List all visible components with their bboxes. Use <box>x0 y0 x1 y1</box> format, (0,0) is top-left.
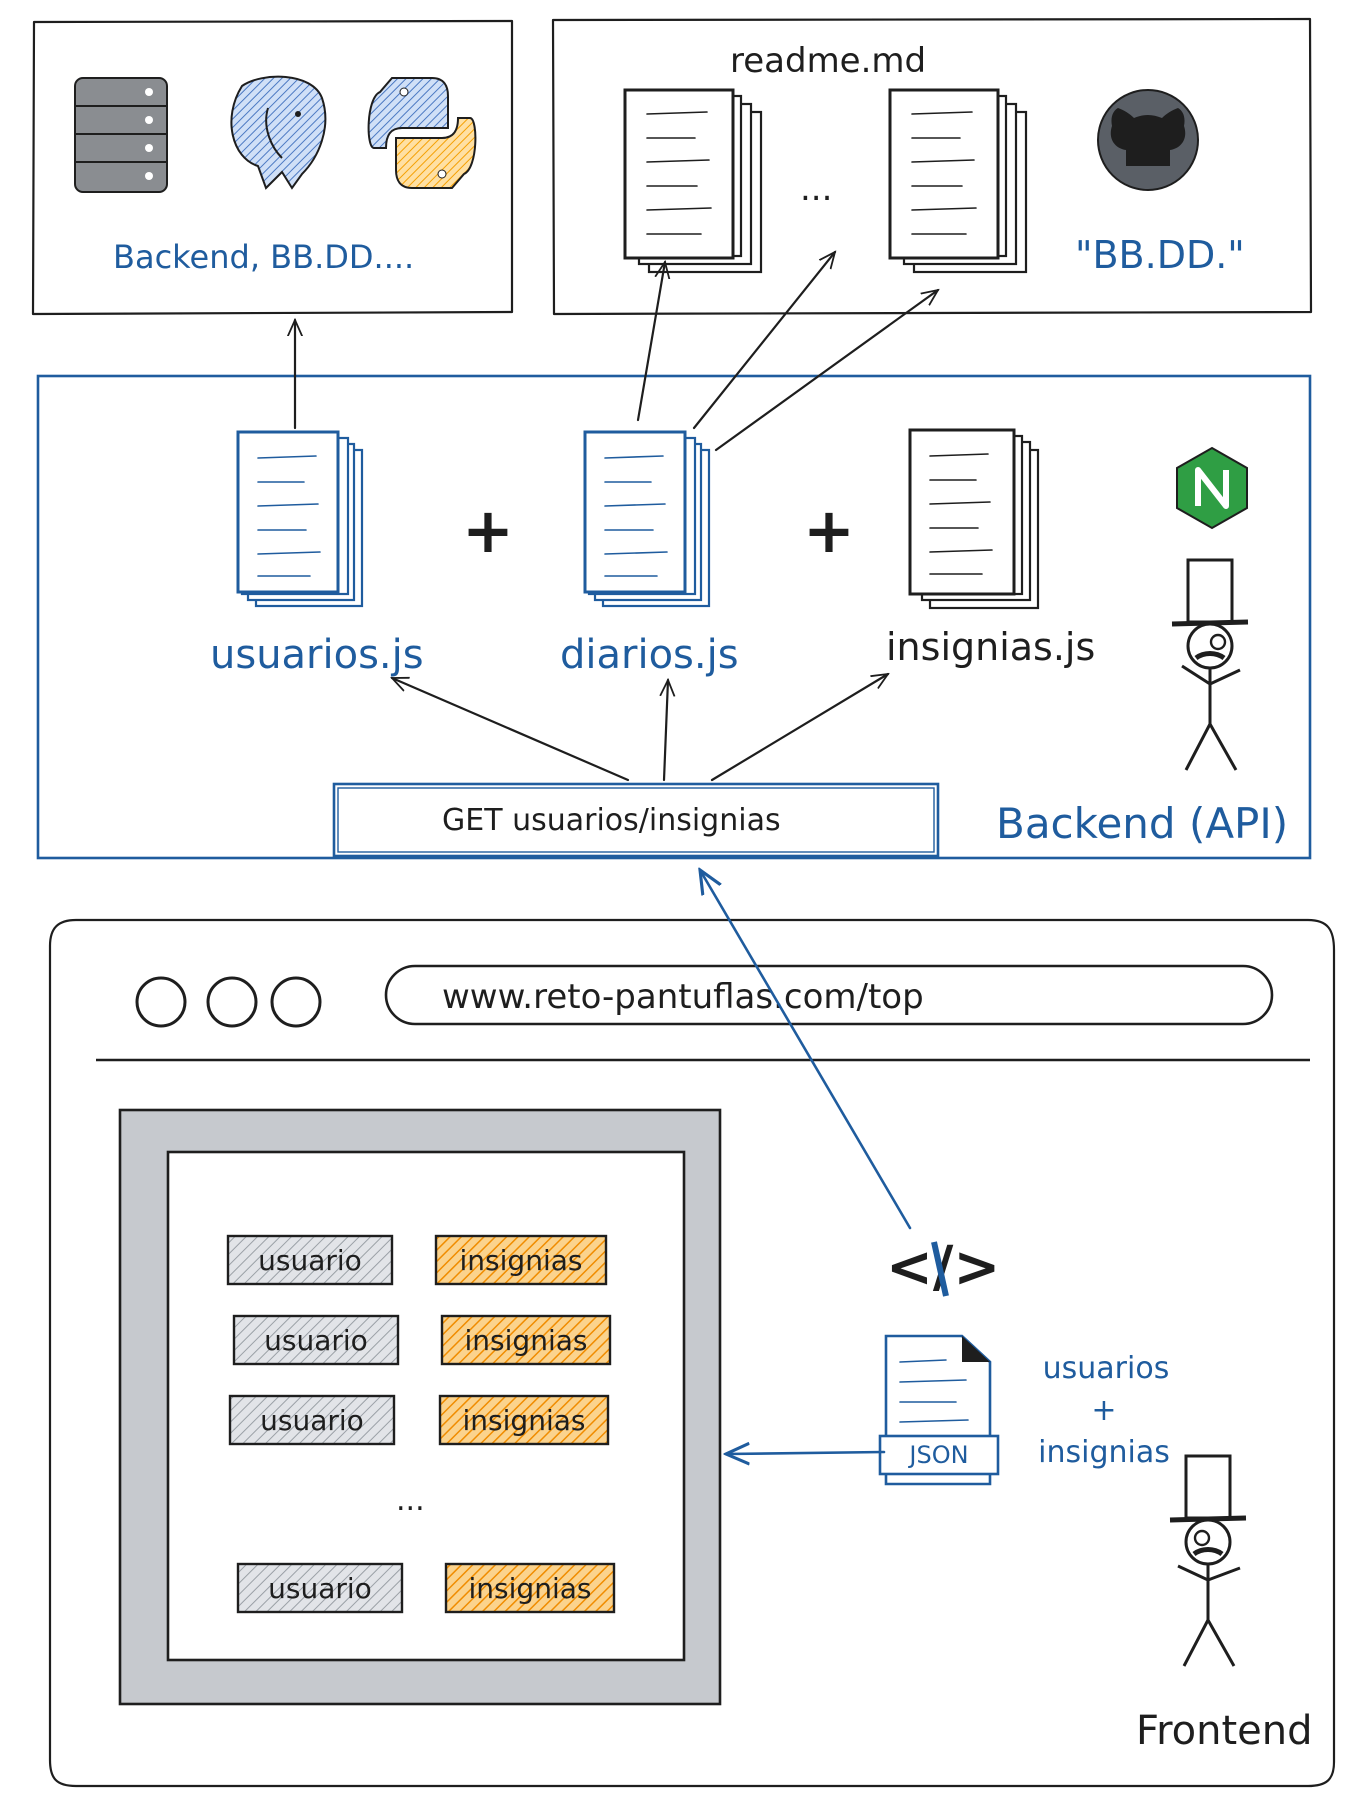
list-item[interactable]: usuario insignias <box>236 1562 616 1614</box>
arrow-code-to-endpoint <box>700 870 912 1230</box>
top-left-panel: Backend, BB.DD.... <box>31 19 514 316</box>
list-item[interactable]: usuario insignias <box>228 1394 610 1446</box>
badges-chip[interactable] <box>440 1314 612 1366</box>
badges-chip[interactable] <box>444 1562 616 1614</box>
arrow-diarios-to-readme-2 <box>714 290 938 452</box>
insignias-js-label: insignias.js <box>886 625 1095 669</box>
top-hat-stickman-icon <box>1171 558 1249 771</box>
user-chip[interactable] <box>226 1234 394 1286</box>
arrow-diarios-to-readme-1 <box>636 262 665 422</box>
browser-window: www.reto-pantuflas.com/top usuario insig… <box>48 918 1336 1788</box>
usuarios-js-document-icon <box>236 430 364 608</box>
arrow-json-to-list <box>726 1452 886 1454</box>
json-caption-line1: usuarios <box>1043 1351 1170 1386</box>
diarios-js-document-icon <box>583 430 711 608</box>
top-left-panel-label: Backend, BB.DD.... <box>113 238 414 276</box>
badges-chip-label: insignias <box>463 1404 586 1437</box>
endpoint-label: GET usuarios/insignias <box>442 803 781 838</box>
insignias-js-document-icon <box>908 428 1040 610</box>
badges-chip[interactable] <box>434 1234 608 1286</box>
list-item[interactable]: usuario insignias <box>232 1314 612 1366</box>
readme-ellipsis: ... <box>800 169 832 209</box>
postgresql-elephant-icon <box>230 75 327 190</box>
top-right-panel: readme.md ... "BB.DD." <box>551 17 1313 316</box>
connector-arrows <box>295 252 938 782</box>
badges-chip-label: insignias <box>469 1572 592 1605</box>
json-caption-line3: insignias <box>1038 1435 1170 1470</box>
python-icon <box>367 77 477 189</box>
nginx-icon <box>1176 446 1248 530</box>
frontend-caption: Frontend <box>1136 1708 1313 1754</box>
arrow-diarios-to-ellipsis <box>692 252 835 430</box>
usuarios-js-label: usuarios.js <box>210 632 424 678</box>
json-label: JSON <box>907 1441 968 1469</box>
readme-title: readme.md <box>730 41 926 81</box>
address-bar-url[interactable]: www.reto-pantuflas.com/top <box>442 977 924 1017</box>
plus-symbol-2: + <box>803 494 855 567</box>
user-chip-label: usuario <box>268 1572 372 1605</box>
address-bar[interactable]: www.reto-pantuflas.com/top <box>384 964 1274 1026</box>
arrow-endpoint-to-usuarios <box>392 676 630 782</box>
list-item[interactable]: usuario insignias <box>226 1234 608 1286</box>
badges-chip-label: insignias <box>465 1324 588 1357</box>
readme-document-1-icon <box>623 88 763 274</box>
user-chip[interactable] <box>236 1562 404 1614</box>
badges-chip-label: insignias <box>460 1244 583 1277</box>
user-chip-label: usuario <box>264 1324 368 1357</box>
top-hat-stickman-icon <box>1169 1454 1247 1667</box>
user-chip[interactable] <box>232 1314 400 1366</box>
database-icon <box>74 77 168 193</box>
user-chip-label: usuario <box>258 1244 362 1277</box>
code-icon: </> <box>886 1235 1000 1300</box>
github-octocat-icon <box>1097 89 1199 191</box>
window-control-maximize[interactable] <box>270 976 322 1028</box>
request-response-arrows <box>700 870 912 1454</box>
list-ellipsis: ... <box>396 1483 425 1518</box>
window-control-minimize[interactable] <box>206 976 258 1028</box>
json-file-icon: JSON <box>878 1334 1000 1486</box>
user-chip[interactable] <box>228 1394 396 1446</box>
diarios-js-label: diarios.js <box>560 632 739 678</box>
json-caption-line2: + <box>1091 1393 1116 1428</box>
badges-chip[interactable] <box>438 1394 610 1446</box>
user-chip-label: usuario <box>260 1404 364 1437</box>
backend-api-caption: Backend (API) <box>996 799 1288 848</box>
endpoint-get-usuarios-insignias[interactable]: GET usuarios/insignias <box>332 782 940 858</box>
arrow-endpoint-to-diarios <box>664 680 668 782</box>
top-right-panel-caption: "BB.DD." <box>1075 233 1245 277</box>
backend-panel: + + usuarios.js diarios.js insignias.js <box>36 374 1312 860</box>
plus-symbol-1: + <box>462 494 514 567</box>
arrow-endpoint-to-insignias <box>710 674 888 782</box>
window-control-close[interactable] <box>135 976 187 1028</box>
readme-document-2-icon <box>888 88 1028 274</box>
